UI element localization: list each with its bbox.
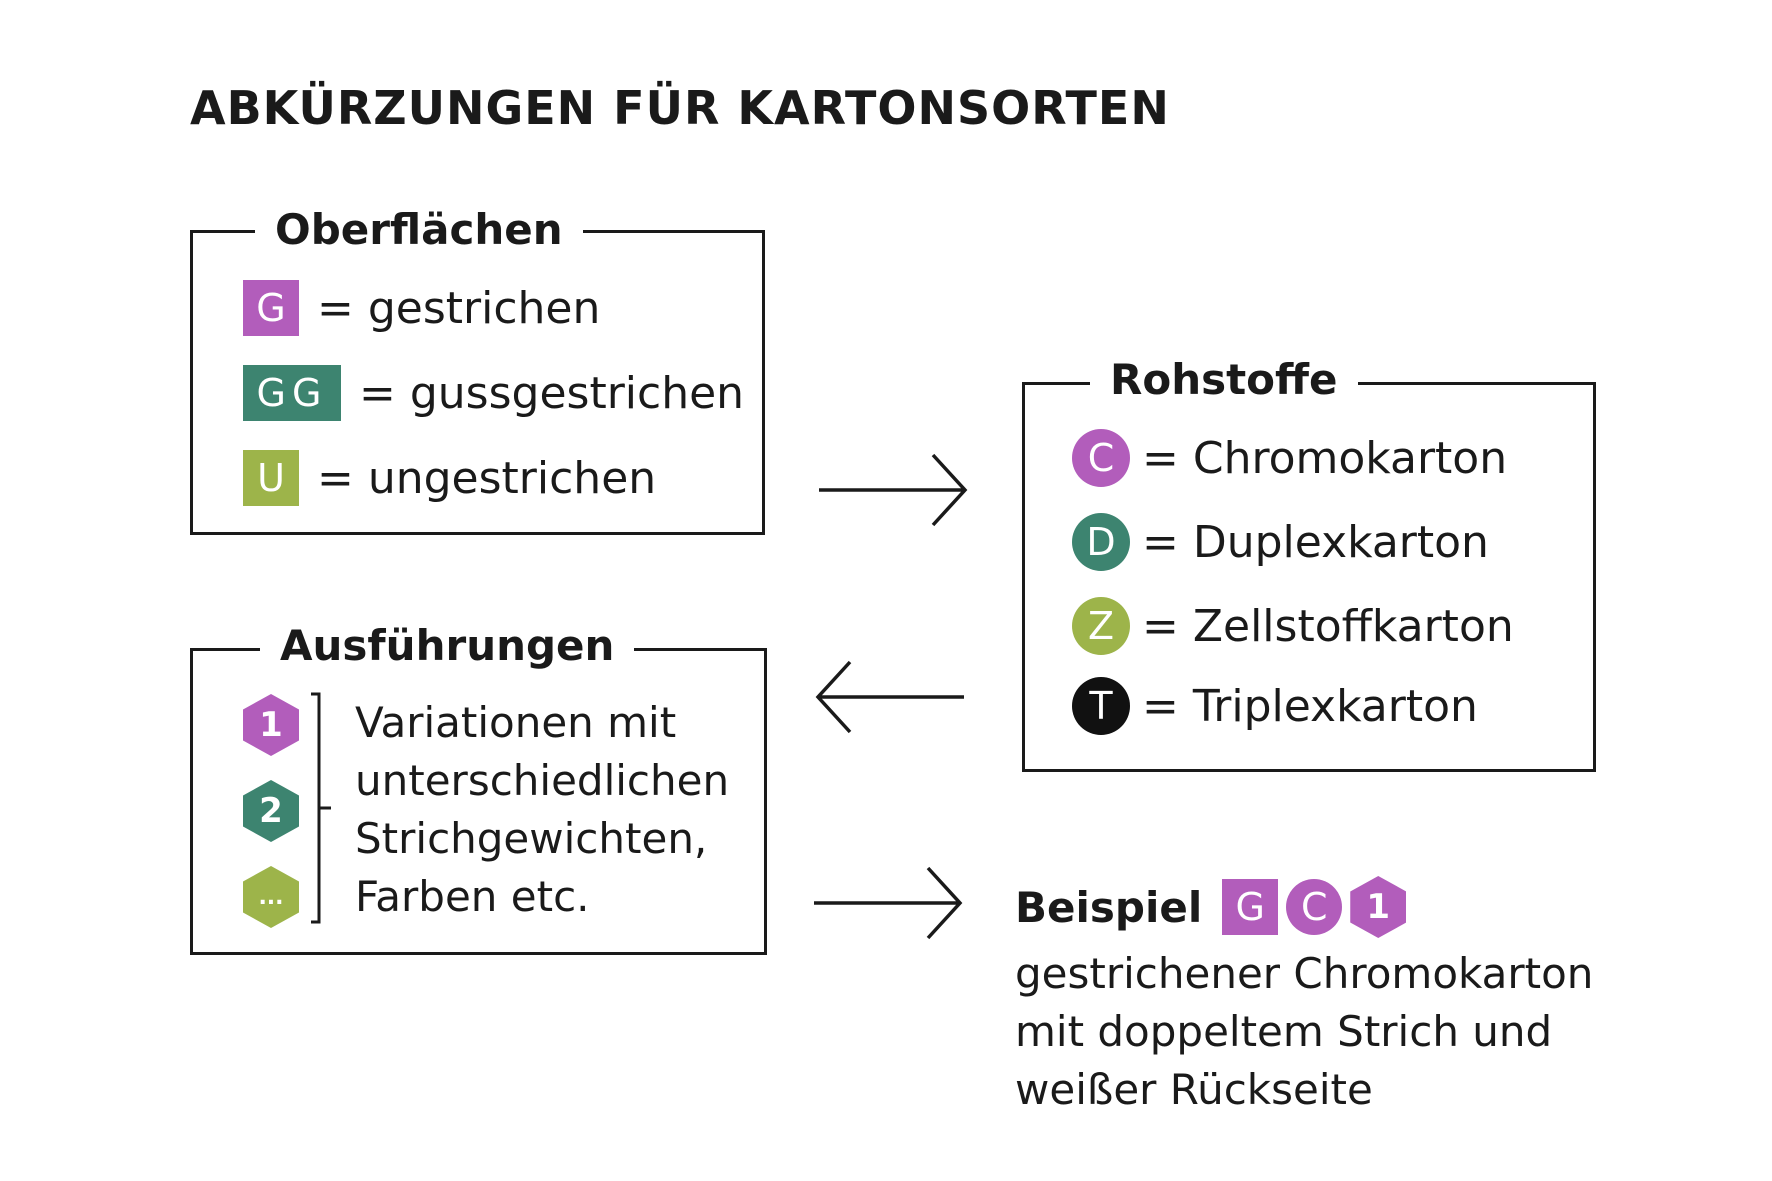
example-description-line: weißer Rückseite (1015, 1065, 1373, 1114)
surfaces-title: Oberflächen (255, 204, 583, 256)
variants-title: Ausführungen (260, 620, 635, 672)
example-header: Beispiel G C 1 (1015, 876, 1407, 938)
variants-description: Variationen mit unterschiedlichen Strich… (355, 694, 729, 926)
raw-material-row-z: Z = Zellstoffkarton (1072, 597, 1514, 655)
arrow-right-icon (814, 866, 963, 940)
raw-material-row-t: T = Triplexkarton (1072, 677, 1478, 735)
surface-row-u: U = ungestrichen (243, 450, 656, 506)
raw-material-code-badge: Z (1072, 597, 1130, 655)
example-description-line: mit doppeltem Strich und (1015, 1007, 1553, 1056)
variants-description-line: unterschiedlichen (355, 756, 730, 805)
variants-description-line: Strichgewichten, (355, 814, 708, 863)
example-code-badge: 1 (1350, 876, 1407, 938)
raw-material-row-d: D = Duplexkarton (1072, 513, 1489, 571)
surface-label: = gestrichen (317, 282, 601, 334)
example-description-line: gestrichener Chromokarton (1015, 949, 1594, 998)
surface-label: = gussgestrichen (359, 367, 745, 419)
raw-material-label: = Duplexkarton (1142, 516, 1489, 568)
surface-label: = ungestrichen (317, 452, 657, 504)
arrow-right-icon (819, 453, 968, 527)
raw-materials-title: Rohstoffe (1090, 354, 1358, 406)
example-code-badge: G (1222, 879, 1279, 935)
variants-description-line: Variationen mit (355, 698, 677, 747)
variants-description-line: Farben etc. (355, 872, 590, 921)
surface-row-g: G = gestrichen (243, 280, 600, 336)
example-description: gestrichener Chromokarton mit doppeltem … (1015, 945, 1593, 1119)
page-title: ABKÜRZUNGEN FÜR KARTONSORTEN (190, 81, 1170, 135)
surface-code-badge: GG (243, 365, 341, 421)
raw-material-code-badge: D (1072, 513, 1130, 571)
raw-material-label: = Triplexkarton (1142, 680, 1478, 732)
surface-code-badge: G (243, 280, 299, 336)
raw-material-label: = Chromokarton (1142, 432, 1508, 484)
example-code-badge: C (1286, 879, 1343, 935)
raw-material-code-badge: C (1072, 429, 1130, 487)
surface-code-badge: U (243, 450, 299, 506)
arrow-left-icon (815, 660, 964, 734)
variants-bracket (311, 692, 331, 924)
raw-material-code-badge: T (1072, 677, 1130, 735)
raw-material-row-c: C = Chromokarton (1072, 429, 1507, 487)
surface-row-gg: GG = gussgestrichen (243, 365, 744, 421)
example-label: Beispiel (1015, 882, 1203, 932)
raw-material-label: = Zellstoffkarton (1142, 600, 1514, 652)
